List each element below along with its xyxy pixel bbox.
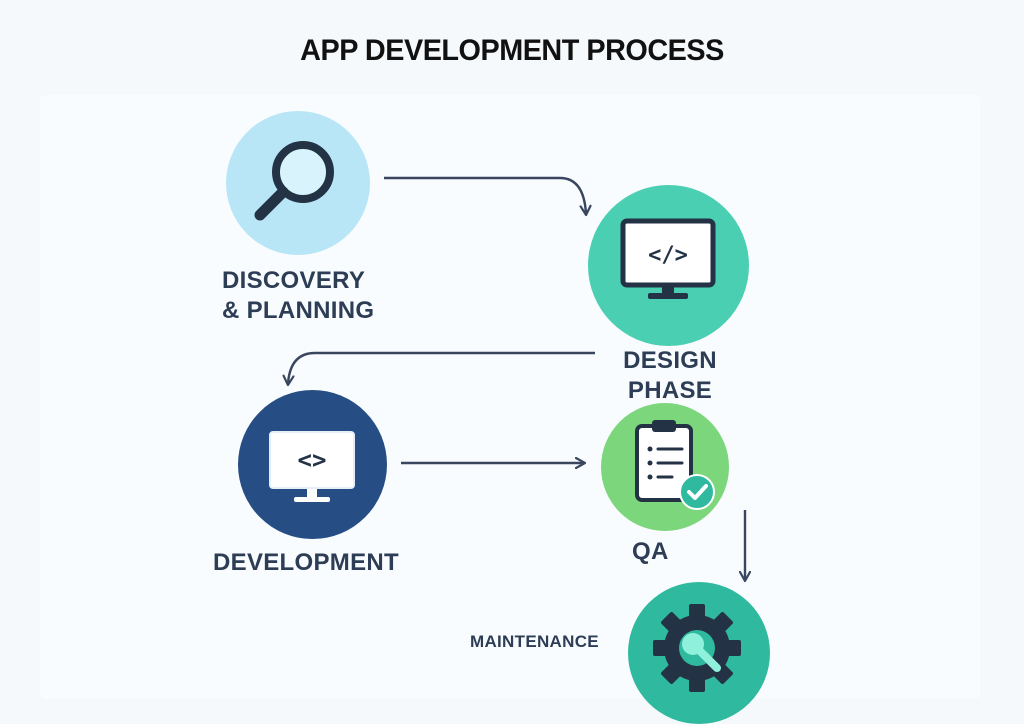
step-discovery-label: DISCOVERY & PLANNING [222,267,375,324]
step-maintenance-label: MAINTENANCE [470,632,599,651]
svg-text:<>: <> [298,446,327,474]
arrow-discovery-to-design [384,176,586,214]
page-title: APP DEVELOPMENT PROCESS [300,34,724,67]
diagram-background [40,95,980,699]
clipboard-check-icon [635,420,715,510]
gear-wrench-icon [653,604,741,692]
monitor-code-icon: </> [620,218,716,299]
svg-text:</>: </> [648,243,688,268]
step-development-label: DEVELOPMENT [213,549,399,576]
step-qa-label: QA [632,538,669,565]
step-design-label: DESIGN PHASE [623,347,717,404]
arrow-design-to-development [288,351,595,384]
flow-arrows [0,176,1024,699]
monitor-chevrons-icon: <> [269,431,355,502]
magnifier-icon [254,141,334,221]
